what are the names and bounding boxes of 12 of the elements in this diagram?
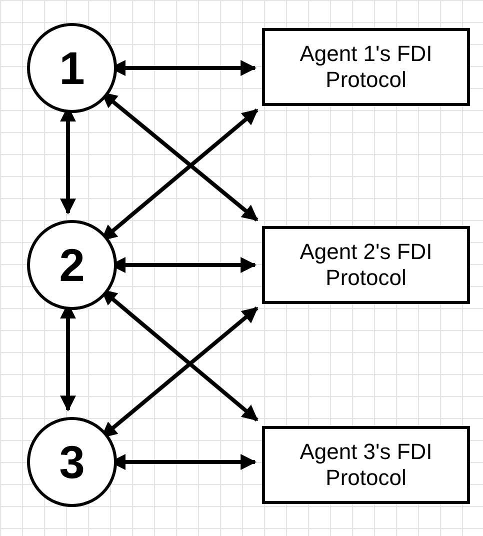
process-box (262, 226, 470, 304)
process-box (262, 28, 470, 106)
node-label: Agent 2's FDI Protocol (298, 239, 434, 291)
node-label: Agent 3's FDI Protocol (298, 439, 434, 491)
node-number: 3 (59, 435, 85, 489)
node-number: 2 (59, 238, 85, 292)
number-circle (27, 23, 117, 113)
node-number: 1 (59, 41, 85, 95)
process-box (262, 426, 470, 504)
number-circle (27, 220, 117, 310)
node-label: Agent 1's FDI Protocol (298, 41, 434, 93)
number-circle (27, 417, 117, 507)
